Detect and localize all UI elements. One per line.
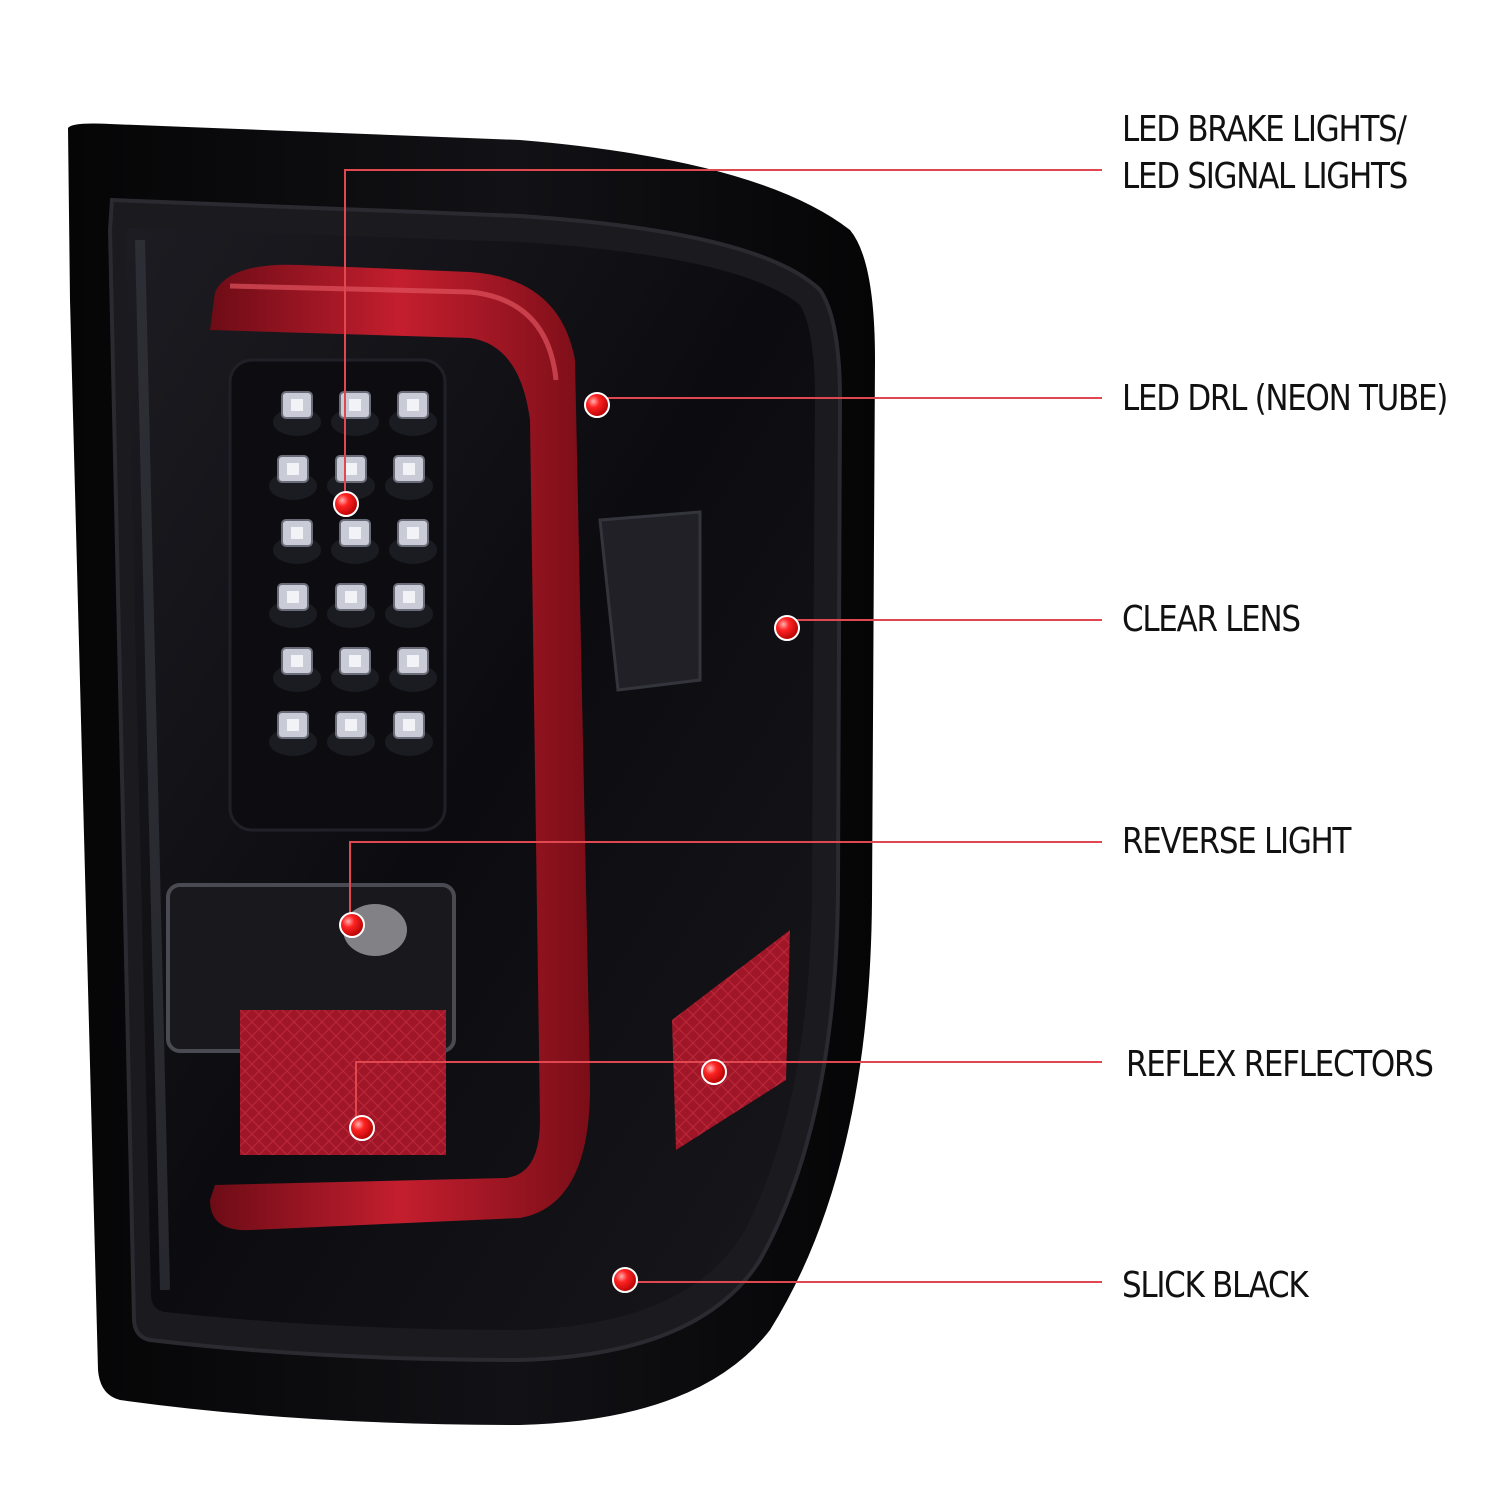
led-chip-core: [349, 399, 361, 411]
drl-label: LED DRL (NEON TUBE): [1122, 378, 1448, 419]
led-chip-core: [287, 719, 299, 731]
callout-dots: [333, 392, 800, 1293]
callout-dot-brake: [333, 491, 359, 517]
led-grid: [269, 391, 437, 756]
callout-dot-reverse: [339, 912, 365, 938]
reflex-reflector-left: [240, 1010, 446, 1155]
reverse-light-label: REVERSE LIGHT: [1122, 821, 1351, 862]
led-chip-core: [291, 399, 303, 411]
callout-lines: [344, 169, 1102, 1283]
slick-black-label: SLICK BLACK: [1122, 1265, 1309, 1306]
callout-line-reflex: [355, 1061, 1102, 1130]
callout-line-brake: [344, 169, 1102, 504]
callout-dot-reflex-left: [349, 1115, 375, 1141]
clear-lens-label: CLEAR LENS: [1122, 599, 1301, 640]
callout-dot-lens: [774, 615, 800, 641]
reflex-reflectors-label: REFLEX REFLECTORS: [1126, 1044, 1434, 1085]
led-chip-core: [291, 655, 303, 667]
reflex-reflector-right: [672, 930, 790, 1150]
led-chip-core: [349, 655, 361, 667]
signal-lights-label: LED SIGNAL LIGHTS: [1122, 156, 1408, 197]
led-chip-core: [349, 527, 361, 539]
led-chip-core: [345, 463, 357, 475]
brake-lights-label: LED BRAKE LIGHTS/: [1122, 109, 1407, 150]
led-chip-core: [345, 591, 357, 603]
led-chip-core: [345, 719, 357, 731]
callout-dot-black: [612, 1267, 638, 1293]
callout-dot-reflex-right: [701, 1059, 727, 1085]
led-chip-core: [403, 463, 415, 475]
led-chip-core: [291, 527, 303, 539]
led-chip-core: [407, 527, 419, 539]
led-chip-core: [403, 719, 415, 731]
led-chip-core: [403, 591, 415, 603]
led-chip-core: [407, 655, 419, 667]
led-chip-core: [287, 463, 299, 475]
led-chip-core: [287, 591, 299, 603]
callout-dot-drl: [584, 392, 610, 418]
led-chip-core: [407, 399, 419, 411]
callout-line-reverse: [349, 841, 1102, 925]
